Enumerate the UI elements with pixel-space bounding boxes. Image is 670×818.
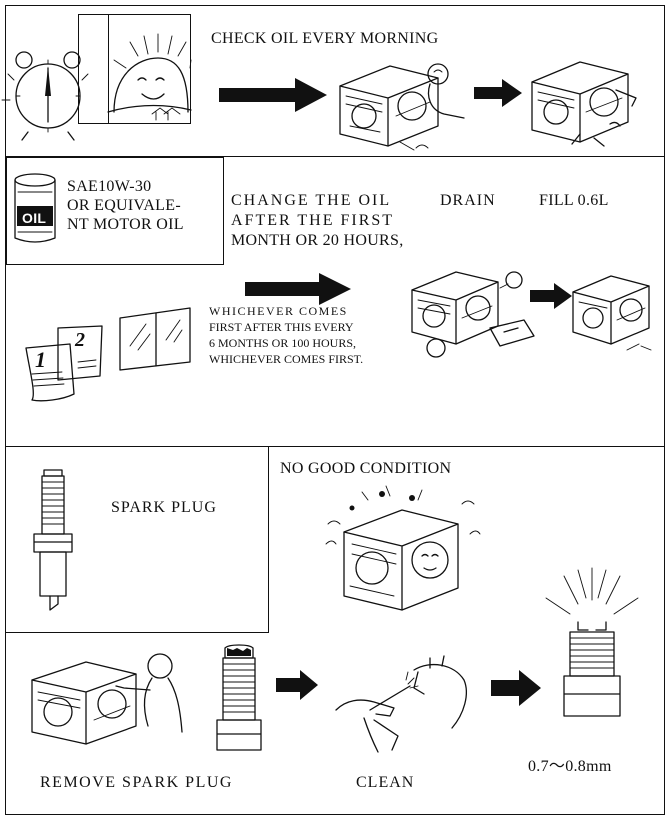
alarm-clock-icon [1,51,89,141]
check-oil-heading: CHECK OIL EVERY MORNING [211,30,439,47]
spark-plug-gap-icon [545,567,639,717]
oil-spec-box [6,157,224,265]
oil-change-line1: CHANGE THE OIL [231,192,392,209]
window-mullion [108,14,109,124]
generator-fill-illustration [572,275,652,351]
oil-change-line3: MONTH OR 20 HOURS, [231,232,404,249]
arrow-right-icon [474,79,522,107]
generator-dipstick-illustration [531,61,637,147]
person-removing-plug-illustration [31,653,183,745]
sunrise-icon [107,33,192,121]
hands-cleaning-plug-illustration [335,655,467,753]
page-frame [5,5,665,815]
fill-label: FILL 0.6L [539,192,609,209]
arrow-right-icon [530,283,572,309]
drain-label: DRAIN [440,192,496,209]
calendar-front-digit: 1 [35,347,47,372]
calendar-back-digit: 2 [75,329,86,351]
oil-change-note-line1: WHICHEVER COMES [209,304,348,318]
section-divider-1 [5,156,665,157]
clean-label: CLEAN [356,774,415,791]
dirty-spark-plug-icon [216,644,262,751]
generator-oil-check-illustration [339,63,465,151]
spark-plug-icon [33,469,73,611]
arrow-right-icon [276,670,318,700]
spark-plug-label: SPARK PLUG [111,499,217,516]
arrow-right-icon [245,273,351,305]
oil-can-icon [14,173,56,243]
section-divider-2 [5,446,665,447]
window-frame [78,14,191,124]
arrow-right-icon [219,78,327,112]
window-icon [119,307,191,371]
oil-spec-line2: OR EQUIVALE- [67,197,181,214]
generator-drain-illustration [411,271,535,358]
failing-generator-illustration [325,485,481,611]
oil-spec-line1: SAE10W-30 [67,178,152,195]
no-good-condition-label: NO GOOD CONDITION [280,460,452,477]
oil-change-note-line2: FIRST AFTER THIS EVERY [209,320,354,334]
spark-plug-box-bottom [5,632,269,633]
oil-change-note-line4: WHICHEVER COMES FIRST. [209,352,364,366]
oil-change-note-line3: 6 MONTHS OR 100 HOURS, [209,336,357,350]
oil-spec-line3: NT MOTOR OIL [67,216,184,233]
calendar-icon [25,325,103,402]
remove-spark-plug-label: REMOVE SPARK PLUG [40,774,233,791]
oil-change-line2: AFTER THE FIRST [231,212,395,229]
gap-spec-label: 0.7～0.8mm [528,758,612,775]
spark-plug-box-right [268,446,269,633]
oil-can-label: OIL [22,210,47,226]
arrow-right-icon [491,670,541,706]
